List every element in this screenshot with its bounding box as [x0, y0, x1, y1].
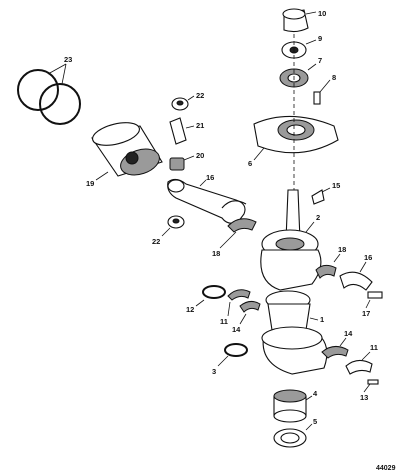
callout-7: 7	[318, 56, 322, 65]
callout-23: 23	[64, 55, 72, 64]
callout-11-left: 11	[220, 317, 228, 326]
rod-cap-assembly	[315, 253, 373, 291]
callout-13: 13	[360, 393, 368, 402]
pin-retainer-bottom	[161, 215, 185, 237]
callout-3: 3	[212, 367, 216, 376]
upper-bearing	[279, 63, 317, 88]
lower-seal	[273, 423, 313, 448]
callout-8: 8	[332, 73, 336, 82]
callout-18-right: 18	[338, 245, 346, 254]
callout-15: 15	[332, 181, 340, 190]
crankshaft	[260, 189, 328, 375]
upper-seal	[281, 39, 317, 59]
callout-22-bottom: 22	[152, 237, 160, 246]
callout-1: 1	[320, 315, 324, 324]
callout-10: 10	[318, 9, 326, 18]
callout-labels: 10 9 7 8 6 23 22 21 20 19 16 15 2 18 22 …	[64, 9, 396, 472]
woodruff-key	[311, 187, 331, 205]
rod-bearing-left	[219, 218, 257, 249]
callout-16-left: 16	[206, 173, 214, 182]
callout-14-right: 14	[344, 329, 353, 338]
callout-11-right: 11	[370, 343, 378, 352]
callout-12: 12	[186, 305, 194, 314]
piston-pin	[169, 117, 195, 145]
callout-21: 21	[196, 121, 204, 130]
callout-17: 17	[362, 309, 370, 318]
callout-14-left: 14	[232, 325, 241, 334]
callout-16-right: 16	[364, 253, 372, 262]
rod-bolt	[365, 291, 383, 309]
connecting-rod	[167, 178, 247, 224]
piston	[91, 122, 163, 181]
callout-18-left: 18	[212, 249, 220, 258]
retaining-rings-right	[321, 337, 379, 393]
callout-2: 2	[316, 213, 320, 222]
end-cap-housing	[253, 115, 339, 161]
figure-id: 44029	[376, 465, 396, 472]
housing-screw	[313, 79, 331, 105]
pin-retainer-top	[171, 95, 195, 111]
callout-19: 19	[86, 179, 94, 188]
callout-22-top: 22	[196, 91, 204, 100]
piston-rings	[17, 63, 81, 125]
callout-5: 5	[313, 417, 317, 426]
callout-9: 9	[318, 34, 322, 43]
callout-20: 20	[196, 151, 204, 160]
cap	[282, 8, 317, 33]
callout-4: 4	[313, 389, 318, 398]
callout-6: 6	[248, 159, 252, 168]
needle-bearing	[169, 155, 195, 171]
retaining-rings-left	[195, 285, 261, 325]
lower-bearing	[273, 389, 313, 423]
retaining-ring	[217, 343, 248, 367]
